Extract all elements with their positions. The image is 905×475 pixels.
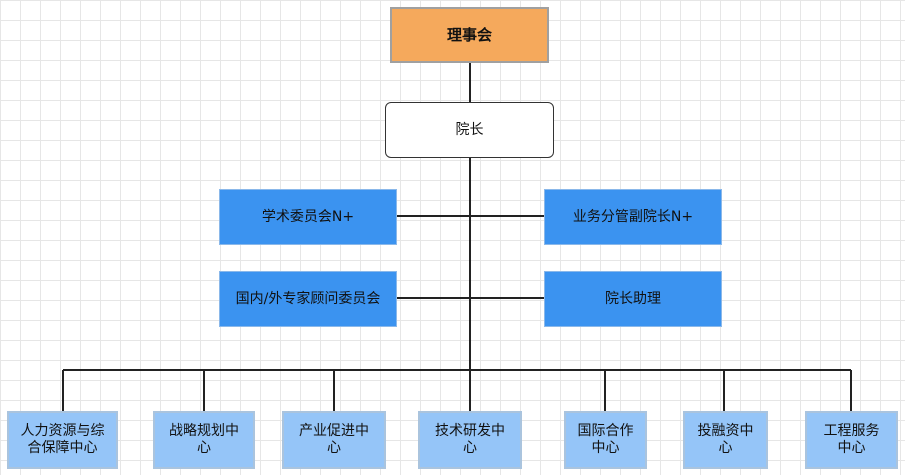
- center-node-strategy[interactable]: 战略规划中心: [153, 411, 255, 469]
- center-label-line1: 技术研发中: [435, 423, 505, 439]
- center-label-line2: 中心: [837, 440, 866, 456]
- center-node-rnd[interactable]: 技术研发中心: [418, 411, 522, 469]
- center-node-international[interactable]: 国际合作中心: [564, 411, 647, 469]
- vice-president-node[interactable]: 业务分管副院长N+: [544, 189, 722, 245]
- board-node[interactable]: 理事会: [390, 7, 549, 63]
- center-label-line1: 国际合作: [577, 423, 634, 439]
- advisory-committee-node[interactable]: 国内/外专家顾问委员会: [219, 271, 397, 327]
- center-label-line2: 心: [718, 440, 733, 456]
- center-label-line2: 心: [197, 440, 211, 456]
- center-node-industry[interactable]: 产业促进中心: [282, 411, 386, 469]
- center-label-line2: 心: [327, 440, 341, 456]
- center-label-line1: 人力资源与综: [20, 423, 105, 439]
- center-label-line2: 合保障中心: [27, 440, 98, 456]
- center-label-line1: 产业促进中: [299, 423, 369, 439]
- center-label-line2: 中心: [591, 440, 620, 456]
- center-node-investment[interactable]: 投融资中心: [683, 411, 768, 469]
- center-node-hr[interactable]: 人力资源与综合保障中心: [7, 411, 118, 469]
- president-node[interactable]: 院长: [385, 102, 554, 158]
- academic-committee-node[interactable]: 学术委员会N+: [219, 189, 397, 245]
- center-label-line1: 战略规划中: [169, 423, 239, 439]
- president-assistant-node[interactable]: 院长助理: [544, 271, 722, 327]
- center-node-engineering[interactable]: 工程服务中心: [805, 411, 898, 469]
- center-label-line1: 工程服务: [823, 423, 880, 439]
- center-label-line1: 投融资中: [697, 423, 754, 439]
- center-label-line2: 心: [463, 440, 477, 456]
